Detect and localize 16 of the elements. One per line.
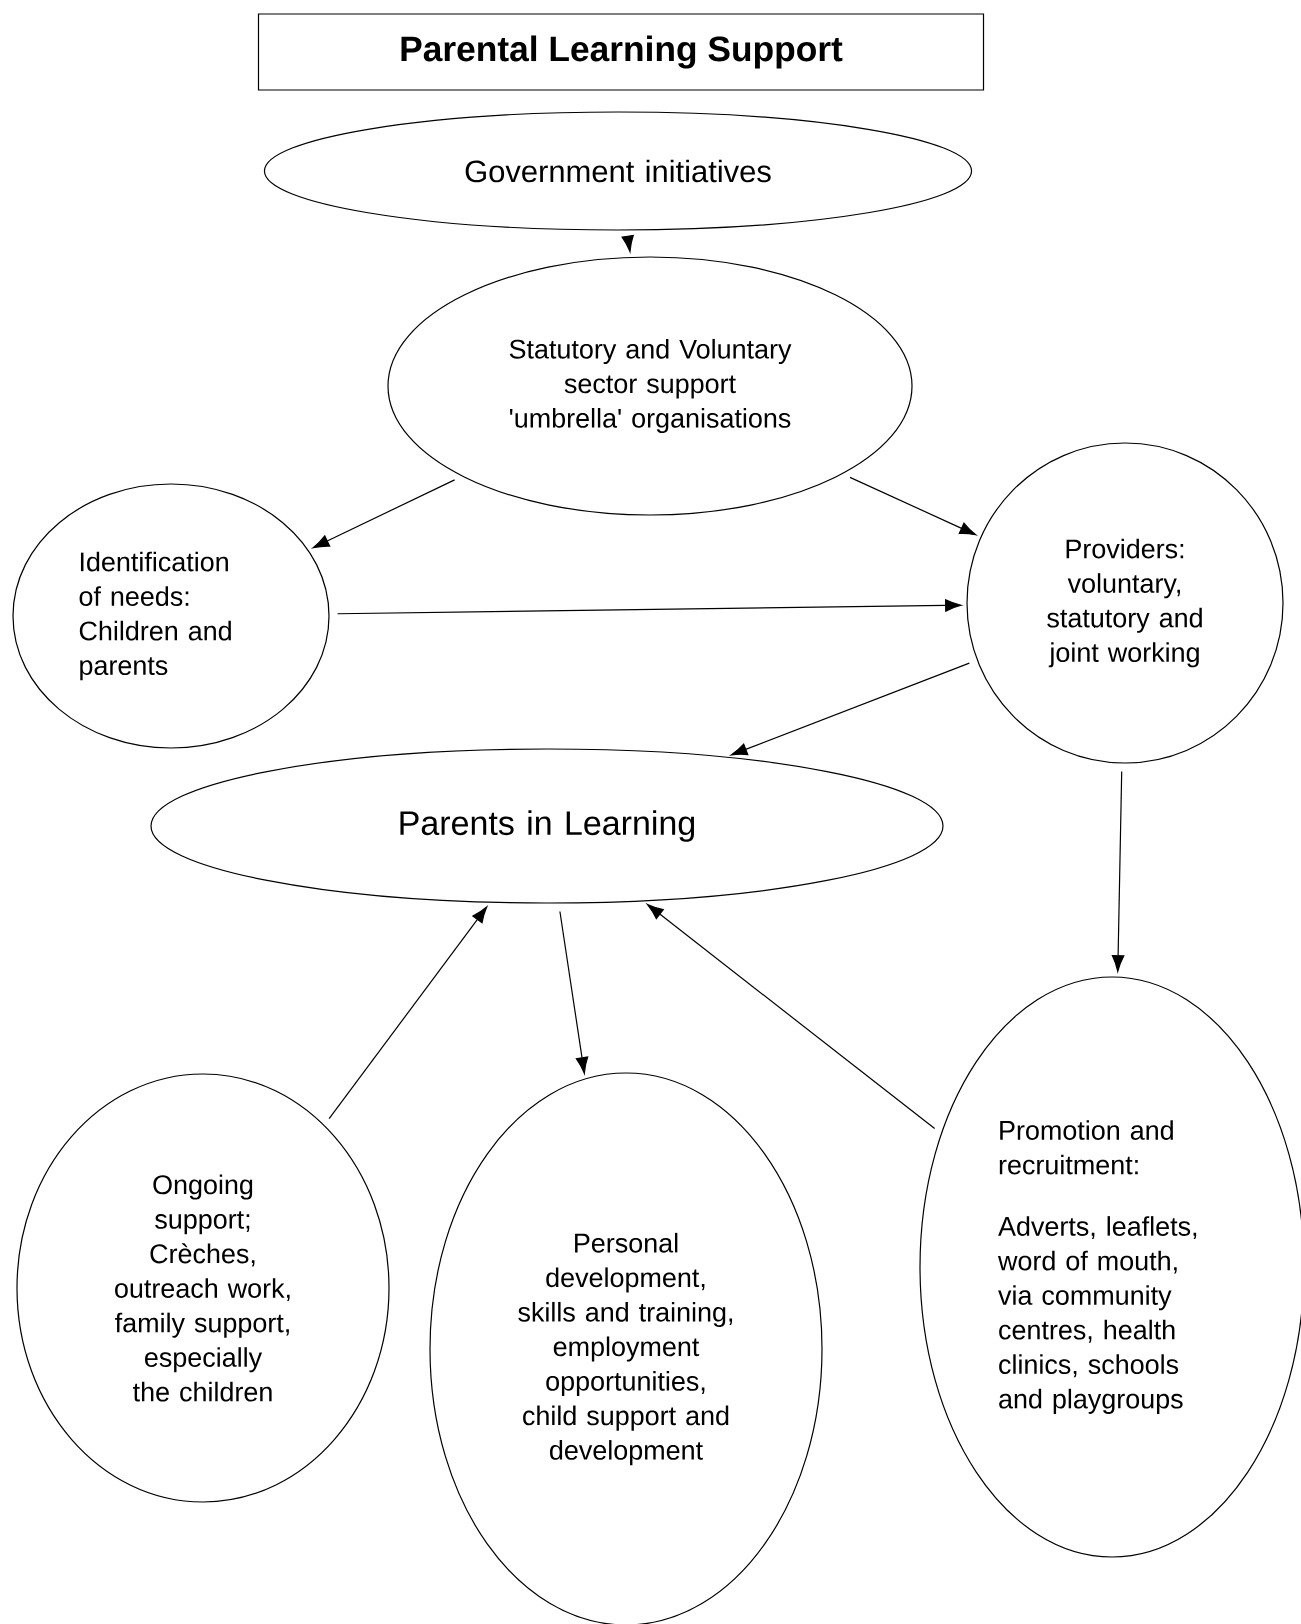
arrow: [336, 599, 962, 615]
arrow: [849, 476, 977, 536]
arrow: [621, 234, 634, 253]
ellipse-node: Parents in Learning: [150, 748, 944, 904]
ellipse-node: Providers: voluntary, statutory and joint working: [966, 442, 1284, 764]
arrow: [328, 906, 488, 1120]
arrow: [646, 903, 936, 1130]
ellipse-node: Identification of needs: Children and parents: [12, 483, 330, 749]
arrow: [1111, 770, 1125, 972]
arrow: [312, 479, 456, 549]
ellipse-node: Statutory and Voluntary sector support 'umbrella' organisations: [387, 256, 913, 516]
ellipse-node: Ongoing support; Crèches, outreach work, family support, especially the children: [16, 1073, 390, 1503]
arrow: [559, 910, 589, 1074]
arrow: [730, 662, 970, 756]
ellipse-node: Government initiatives: [263, 111, 973, 231]
title-box: Parental Learning Support: [257, 13, 985, 91]
